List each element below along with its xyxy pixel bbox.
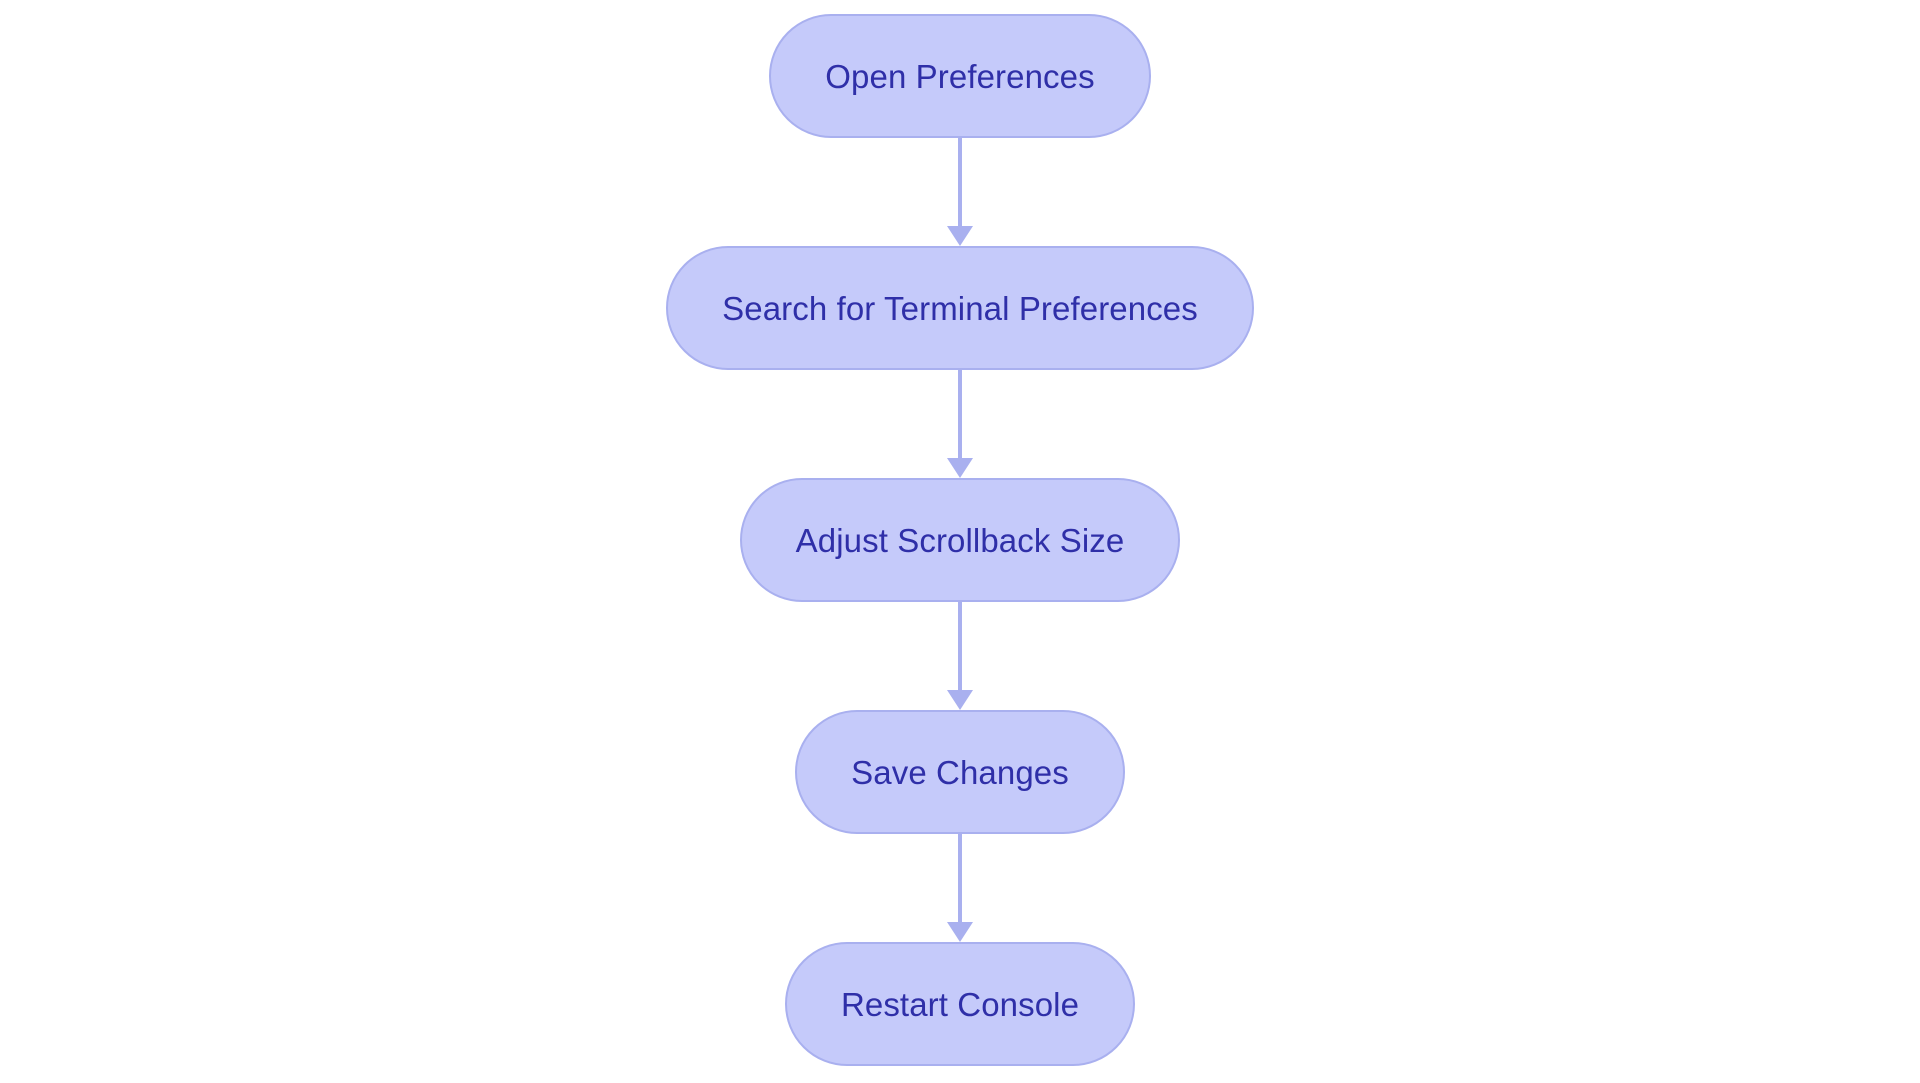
flow-node-label: Search for Terminal Preferences bbox=[722, 289, 1198, 327]
flow-node-label: Save Changes bbox=[851, 753, 1069, 791]
flow-arrow-open-preferences-to-search-terminal-preferences bbox=[947, 138, 973, 246]
flow-node-label: Open Preferences bbox=[825, 57, 1095, 95]
flow-node-save-changes[interactable]: Save Changes bbox=[795, 710, 1125, 834]
flow-arrow-search-terminal-preferences-to-adjust-scrollback-size bbox=[947, 370, 973, 478]
flow-node-label: Restart Console bbox=[840, 985, 1080, 1023]
flow-node-label: Adjust Scrollback Size bbox=[795, 521, 1125, 559]
flow-arrow-adjust-scrollback-size-to-save-changes bbox=[947, 602, 973, 710]
flow-node-adjust-scrollback-size[interactable]: Adjust Scrollback Size bbox=[739, 478, 1181, 602]
flow-node-open-preferences[interactable]: Open Preferences bbox=[769, 14, 1151, 138]
flow-node-search-terminal-preferences[interactable]: Search for Terminal Preferences bbox=[666, 246, 1254, 370]
flow-node-restart-console[interactable]: Restart Console bbox=[784, 942, 1136, 1066]
flow-arrow-save-changes-to-restart-console bbox=[947, 834, 973, 942]
